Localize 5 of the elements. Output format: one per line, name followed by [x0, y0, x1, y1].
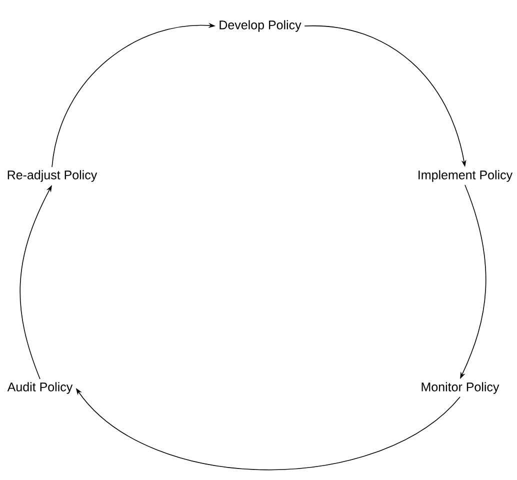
node-label: Monitor Policy	[422, 382, 500, 394]
node-label: Develop Policy	[220, 20, 302, 32]
node-label: Audit Policy	[7, 382, 73, 394]
node-label: Re-adjust Policy	[8, 170, 98, 182]
node-label: Implement Policy	[418, 170, 513, 182]
